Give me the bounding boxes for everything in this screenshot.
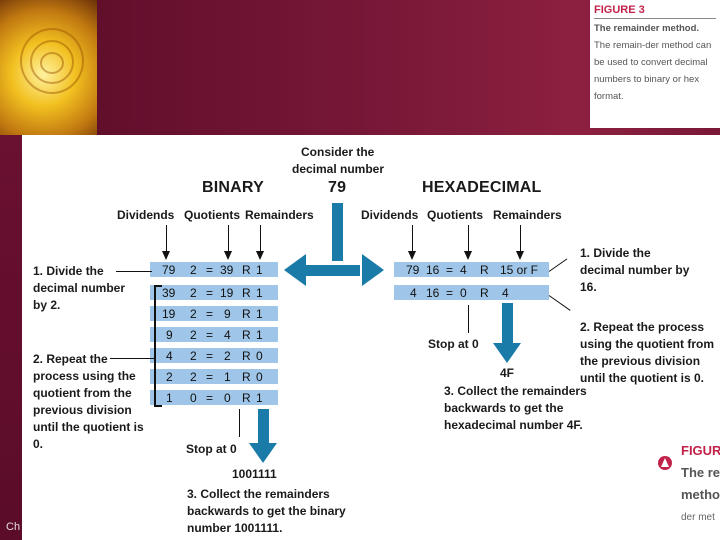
hex-dividend-pointer: [412, 225, 413, 253]
consider-line-2: decimal number: [292, 162, 385, 176]
binary-row: 9 2 = 4 R 1: [150, 327, 278, 344]
slide-left-strip: [0, 135, 22, 540]
binary-remainder-pointer: [260, 225, 261, 253]
binary-step-1-leader: [116, 271, 152, 272]
hex-header-remainders: Remainders: [493, 208, 562, 222]
hex-dividend-arrowhead: [408, 251, 416, 260]
binary-row: 39 2 = 19 R 1: [150, 285, 278, 302]
binary-stop-label: Stop at 0: [186, 442, 237, 456]
binary-bracket-top: [154, 285, 162, 287]
arrow-to-binary: [284, 254, 306, 286]
decimal-number: 79: [328, 179, 347, 196]
binary-row: 4 2 = 2 R 0: [150, 348, 278, 365]
binary-header-dividends: Dividends: [117, 208, 175, 222]
binary-remainder-arrowhead: [256, 251, 264, 260]
figure-panel: Consider the decimal number 79 BINARY HE…: [22, 135, 720, 540]
binary-result-arrowhead: [249, 443, 277, 463]
binary-header-quotients: Quotients: [184, 208, 240, 222]
hex-quotient-pointer: [468, 225, 469, 253]
next-figure-label: FIGUR: [681, 443, 720, 458]
next-figure-title-1: The re: [681, 465, 720, 480]
split-arrow-shaft: [306, 265, 360, 276]
binary-step-2: 2. Repeat the process using the quotient…: [33, 352, 144, 451]
arrow-to-hex: [362, 254, 384, 286]
binary-row: 1 0 = 0 R 1: [150, 390, 278, 407]
binary-bracket: [154, 285, 156, 407]
binary-row: 2 2 = 1 R 0: [150, 369, 278, 386]
binary-dividend-arrowhead: [162, 251, 170, 260]
hex-step-2: 2. Repeat the process using the quotient…: [580, 320, 714, 385]
hex-remainder-arrowhead: [516, 251, 524, 260]
binary-result: 1001111: [232, 467, 277, 481]
binary-title: BINARY: [202, 179, 264, 196]
binary-step-3: 3. Collect the remainders backwards to g…: [187, 487, 346, 535]
caption-body: The remainder method. The remain-der met…: [594, 20, 716, 105]
caption-text: The remain-der method can be used to con…: [594, 40, 712, 102]
figure-marker-icon: [658, 456, 672, 470]
binary-stop-pointer: [239, 409, 240, 437]
hex-quotient-arrowhead: [464, 251, 472, 260]
binary-step-1: 1. Divide the decimal number by 2.: [33, 264, 126, 312]
hex-remainder-pointer: [520, 225, 521, 253]
next-figure-title-2: metho: [681, 487, 720, 502]
hex-result-arrow-shaft: [502, 303, 513, 343]
hex-step-1: 1. Divide the decimal number by 16.: [580, 246, 690, 294]
hex-stop-pointer: [468, 305, 469, 333]
hex-result: 4F: [500, 366, 515, 380]
caption-figure-label: FIGURE 3: [594, 4, 716, 19]
hex-row: 4 16 = 0 R 4: [394, 285, 549, 302]
binary-step-2-leader: [110, 358, 154, 359]
hex-header-quotients: Quotients: [427, 208, 483, 222]
slide-footer: Ch: [6, 521, 21, 533]
binary-quotient-arrowhead: [224, 251, 232, 260]
binary-bracket-bottom: [154, 405, 162, 407]
consider-line-1: Consider the: [301, 145, 375, 159]
hex-step-3: 3. Collect the remainders backwards to g…: [444, 384, 587, 432]
hex-header-dividends: Dividends: [361, 208, 419, 222]
binary-quotient-pointer: [228, 225, 229, 253]
binary-row: 19 2 = 9 R 1: [150, 306, 278, 323]
binary-row: 79 2 = 39 R 1: [150, 262, 278, 279]
rose-image: [0, 0, 97, 135]
hex-result-arrowhead: [493, 343, 521, 363]
next-figure-text: der met: [681, 512, 715, 523]
binary-header-remainders: Remainders: [245, 208, 314, 222]
hex-step-2-leader: [548, 295, 571, 311]
center-arrow-shaft: [332, 203, 343, 261]
hex-title: HEXADECIMAL: [422, 179, 542, 196]
hex-step-1-leader: [548, 258, 568, 272]
hex-stop-label: Stop at 0: [428, 337, 479, 351]
caption-title: The remainder method.: [594, 23, 700, 34]
figure-caption: FIGURE 3 The remainder method. The remai…: [590, 0, 720, 128]
hex-row: 79 16 = 4 R 15 or F: [394, 262, 549, 279]
binary-dividend-pointer: [166, 225, 167, 253]
binary-result-arrow-shaft: [258, 409, 269, 443]
